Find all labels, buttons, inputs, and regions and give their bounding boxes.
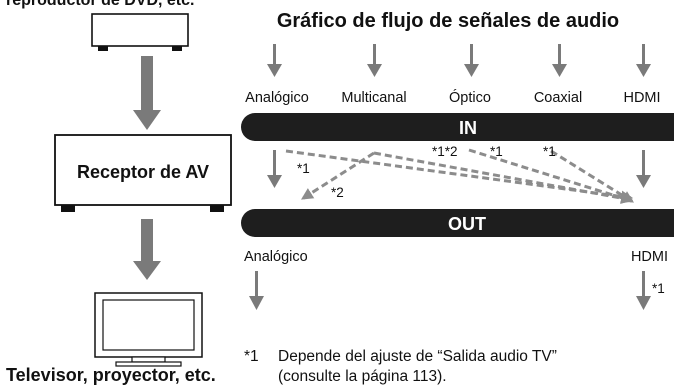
input-arrow-optical: [464, 44, 479, 77]
dashed-optical-to-hdmi: [468, 148, 634, 204]
arrow-source-to-receiver: [133, 56, 161, 130]
output-arrow-hdmi: [636, 271, 651, 310]
input-arrows: [267, 44, 651, 77]
marker-hdmi-out-1: *1: [652, 281, 665, 296]
out-bar-label: OUT: [448, 214, 486, 234]
in-bar-label: IN: [459, 118, 477, 138]
marker-coaxial-1: *1: [543, 144, 556, 159]
footnote: *1 Depende del ajuste de “Salida audio T…: [244, 348, 557, 385]
output-label-analog: Analógico: [244, 249, 308, 265]
input-label-coaxial: Coaxial: [534, 90, 582, 106]
diagram-title: Gráfico de flujo de señales de audio: [277, 10, 619, 32]
marker-analog-2: *2: [331, 185, 344, 200]
marker-analog-1: *1: [297, 161, 310, 176]
dashed-coaxial-to-hdmi: [550, 149, 635, 204]
input-arrow-hdmi: [636, 44, 651, 77]
arrow-receiver-to-tv: [133, 219, 161, 280]
footnote-line-1: Depende del ajuste de “Salida audio TV”: [278, 348, 557, 365]
output-arrow-analog: [249, 271, 264, 310]
out-bar: OUT: [241, 209, 674, 237]
footnote-line-2: (consulte la página 113).: [278, 368, 447, 385]
input-arrow-multichannel: [367, 44, 382, 77]
av-receiver-label: Receptor de AV: [77, 162, 209, 182]
in-bar: IN: [241, 113, 674, 141]
source-device: [91, 13, 189, 51]
flow-hdmi-straight: [636, 150, 651, 188]
input-labels: Analógico Multicanal Óptico Coaxial HDMI: [245, 89, 660, 106]
cropped-header-text: reproductor de DVD, etc.: [6, 0, 194, 9]
footnote-mark: *1: [244, 348, 259, 365]
dashed-flows: [285, 148, 635, 204]
marker-optical-1: *1: [490, 144, 503, 159]
input-label-hdmi: HDMI: [623, 90, 660, 106]
dashed-multichannel-to-analog: [300, 151, 375, 201]
output-label-hdmi: HDMI: [631, 249, 668, 265]
input-arrow-analog: [267, 44, 282, 77]
footnote-markers: *1 *2 *1*2 *1 *1: [297, 144, 556, 200]
input-label-optical: Óptico: [449, 89, 491, 106]
flow-analog-straight: [267, 150, 282, 188]
tv-device: [94, 292, 203, 367]
input-arrow-coaxial: [552, 44, 567, 77]
input-label-multichannel: Multicanal: [341, 90, 406, 106]
marker-optical-12: *1*2: [432, 144, 458, 159]
input-label-analog: Analógico: [245, 90, 309, 106]
tv-label: Televisor, proyector, etc.: [6, 365, 216, 385]
av-receiver-device: Receptor de AV: [54, 134, 232, 212]
